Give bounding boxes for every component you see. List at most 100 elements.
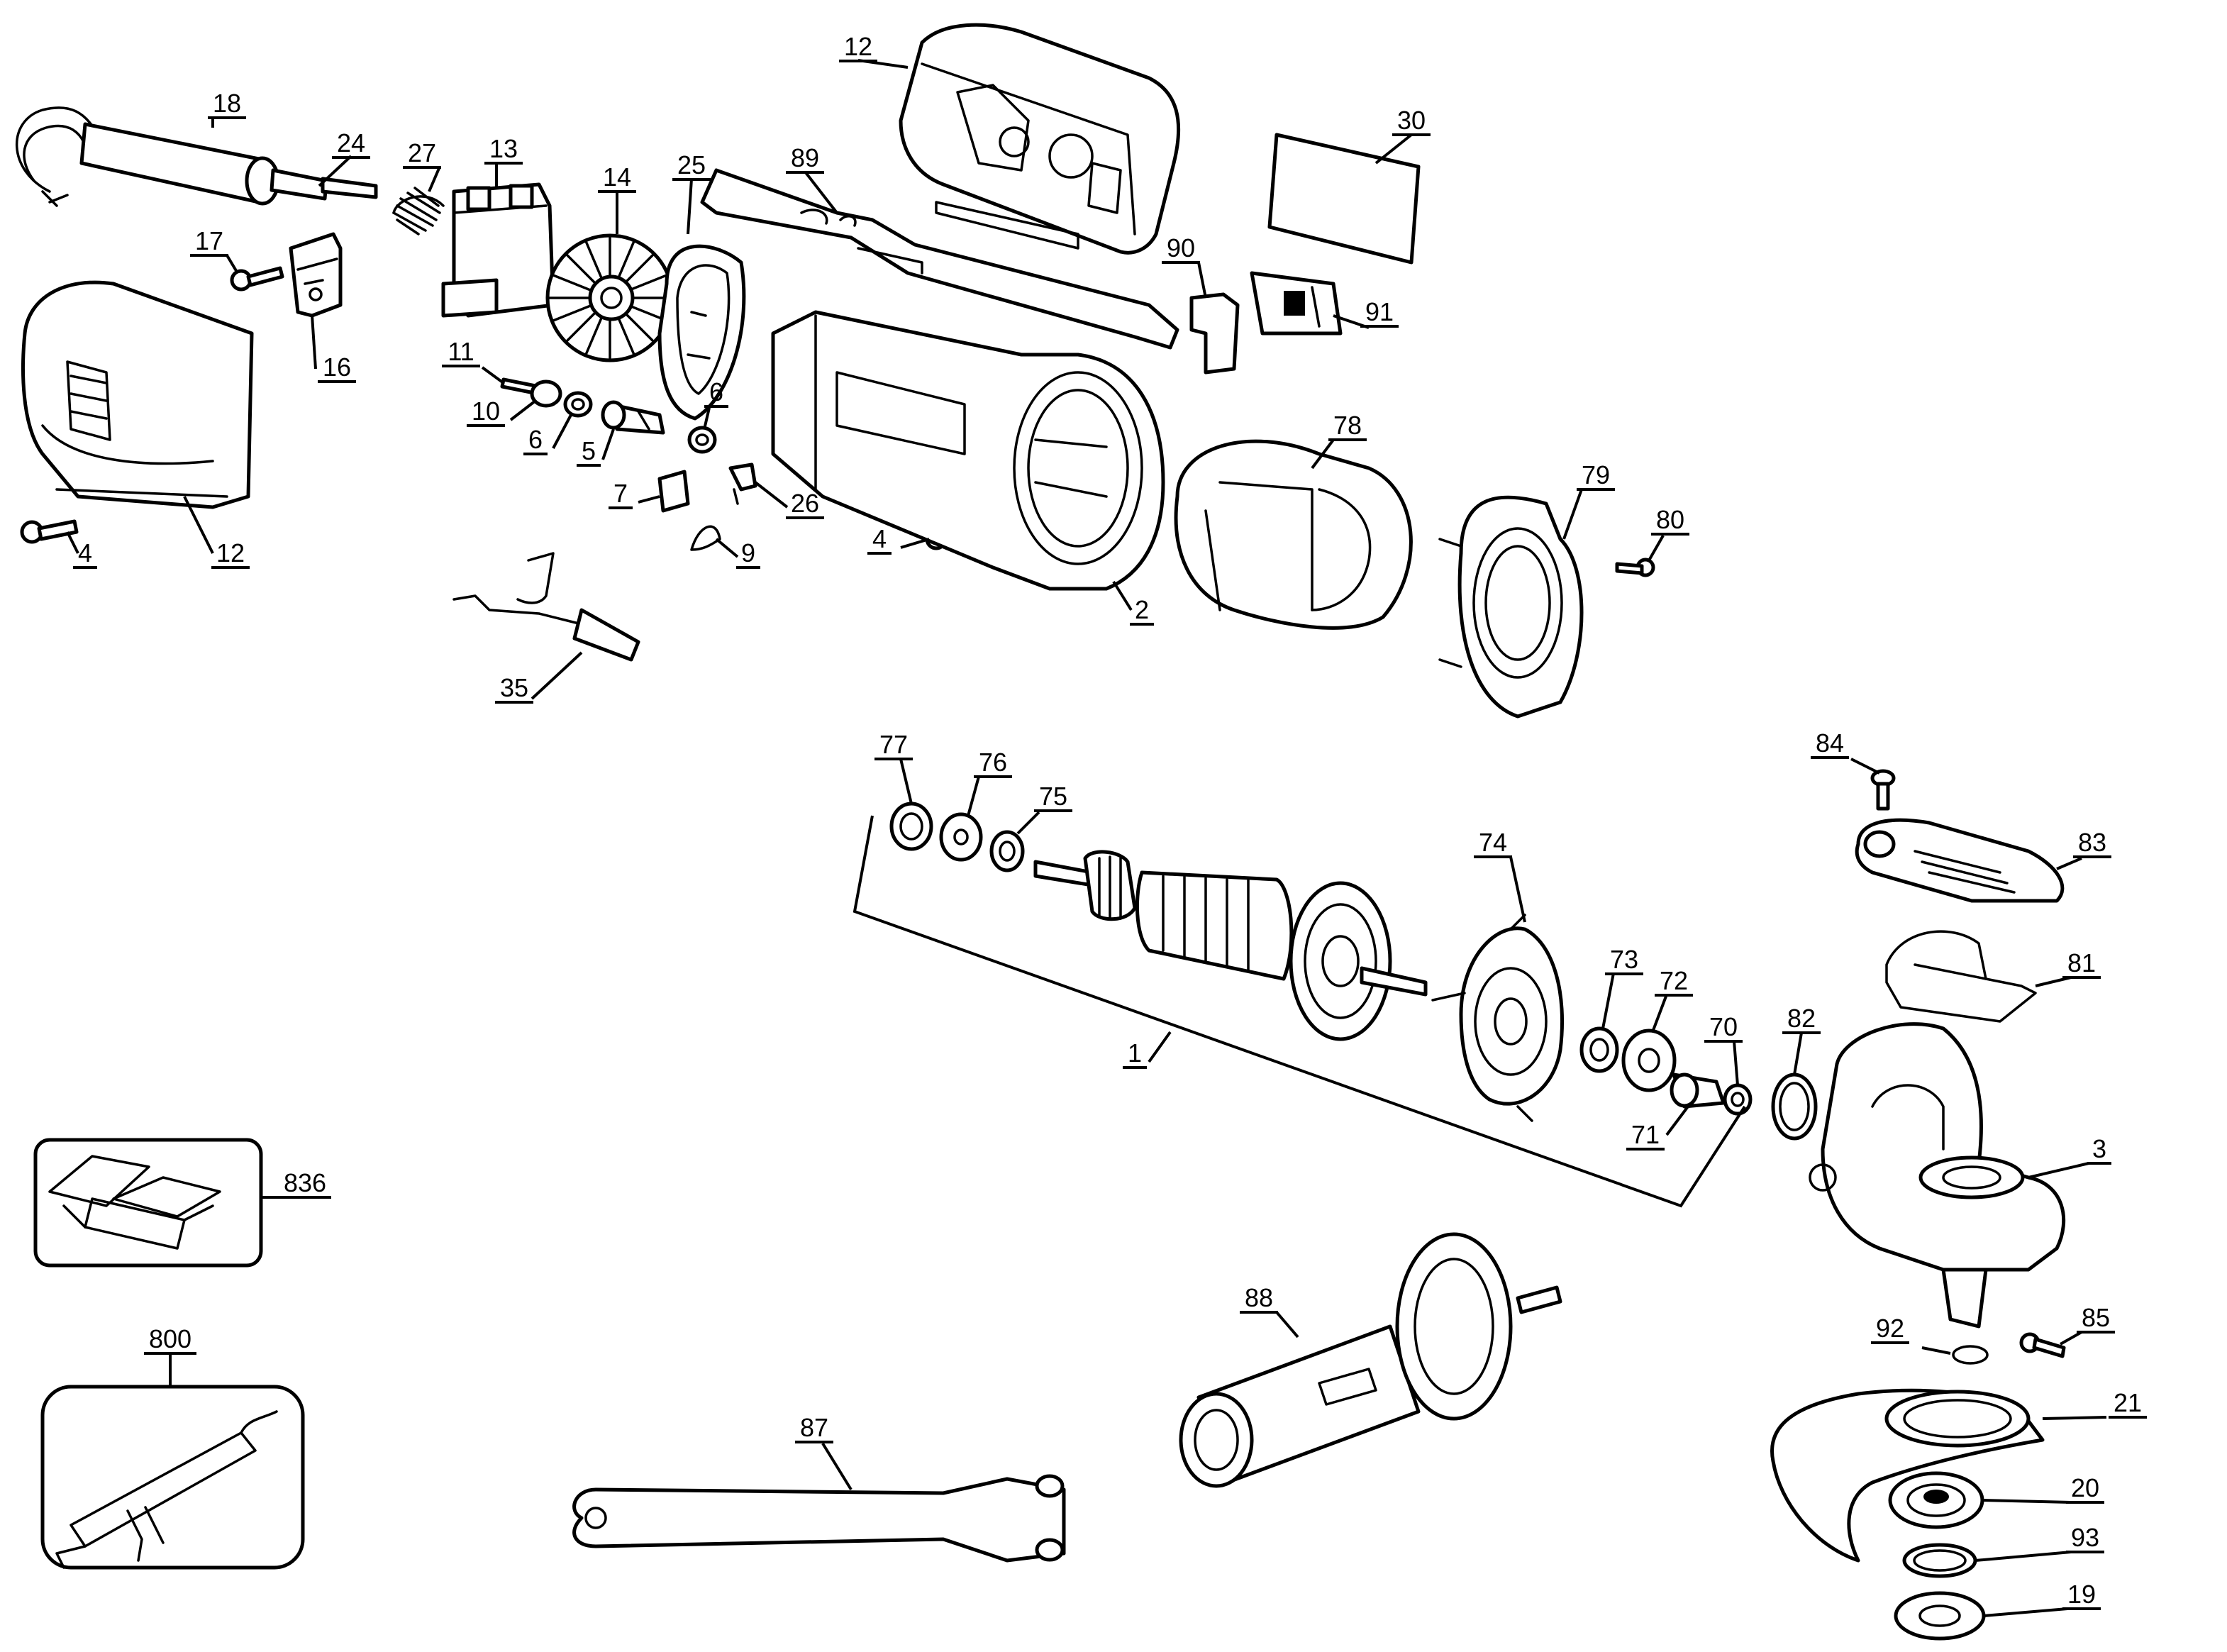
part-spring [392, 187, 445, 235]
callout-leader-line [804, 170, 838, 214]
part-nut-70 [1723, 1083, 1753, 1116]
part-pinion-71 [1670, 1072, 1726, 1109]
part-screw-80 [1615, 558, 1655, 577]
part-screw-85 [2019, 1332, 2066, 1358]
callout-number: 82 [1787, 1004, 1816, 1033]
callout-number: 81 [2067, 948, 2096, 977]
part-switch [441, 182, 555, 318]
callout-number: 800 [149, 1324, 191, 1353]
callout-c93: 93 [1975, 1523, 2104, 1562]
callout-c2: 2 [1112, 580, 1154, 626]
callout-leader-line [1112, 580, 1133, 611]
callout-c75: 75 [1016, 782, 1072, 835]
callout-number: 3 [2092, 1134, 2106, 1163]
callout-c77: 77 [874, 730, 913, 804]
callout-number: 84 [1816, 728, 1844, 758]
callout-c1: 1 [1123, 1031, 1172, 1069]
callout-leader-line [428, 166, 441, 192]
part-wire-lead-35 [452, 552, 640, 662]
callout-c13: 13 [484, 134, 523, 188]
callout-number: 6 [528, 425, 543, 454]
callout-c30: 30 [1374, 106, 1431, 165]
part-screw-4-left [20, 519, 79, 544]
callout-c90: 90 [1162, 233, 1207, 299]
part-motor-housing-2 [771, 310, 1165, 591]
callout-leader-line [703, 407, 711, 430]
part-side-handle-88 [1179, 1232, 1562, 1488]
callout-number: 88 [1245, 1283, 1273, 1312]
part-armature-1 [1033, 850, 1428, 1041]
callout-c12b: 12 [183, 496, 250, 569]
part-9-clip [690, 525, 721, 551]
callout-number: 19 [2067, 1580, 2096, 1609]
callout-c85: 85 [2060, 1303, 2115, 1346]
callout-c836: 836 [262, 1168, 331, 1199]
callout-number: 93 [2071, 1523, 2099, 1552]
callout-leader-line [1601, 972, 1615, 1029]
callout-number: 77 [879, 730, 908, 759]
callout-c92: 92 [1871, 1314, 1951, 1355]
callout-leader-line [552, 414, 572, 449]
callout-leader-line [1665, 1105, 1689, 1136]
callout-c89: 89 [786, 143, 838, 214]
callout-c6a: 6 [523, 414, 572, 455]
callout-number: 90 [1167, 233, 1195, 262]
callout-c84: 84 [1811, 728, 1880, 775]
callout-leader-line [687, 178, 693, 235]
callout-number: 79 [1582, 460, 1610, 489]
callout-leader-line [1275, 1311, 1299, 1338]
callout-leader-line [1148, 1031, 1172, 1063]
callout-number: 83 [2078, 828, 2106, 857]
callout-leader-line [1850, 758, 1880, 775]
callout-c72: 72 [1651, 966, 1693, 1033]
callout-c5: 5 [577, 428, 615, 467]
callout-leader-line [1374, 133, 1413, 165]
callout-c91: 91 [1333, 297, 1399, 329]
callout-c88: 88 [1240, 1283, 1299, 1338]
callout-leader-line [1197, 262, 1207, 299]
part-brush-5 [601, 400, 665, 435]
callout-leader-line [2060, 1331, 2082, 1346]
callout-number: 89 [791, 143, 819, 172]
callout-c70: 70 [1704, 1012, 1743, 1086]
armature-group-bracket [853, 815, 1746, 1208]
part-brush-cap-10 [530, 379, 562, 408]
part-oring-82 [1771, 1072, 1818, 1141]
callout-number: 91 [1365, 297, 1394, 326]
callout-number: 9 [741, 538, 755, 567]
callout-leader-line [183, 496, 214, 554]
callout-c6b: 6 [703, 377, 728, 430]
part-washer-6b [687, 426, 717, 454]
callout-c21: 21 [2042, 1388, 2147, 1420]
callout-number: 17 [195, 226, 223, 255]
callout-c79: 79 [1562, 460, 1615, 540]
callout-leader-line [2042, 1416, 2107, 1420]
callout-c78: 78 [1311, 411, 1367, 470]
callout-c4b: 4 [867, 524, 930, 555]
callout-number: 21 [2114, 1388, 2142, 1417]
part-fan [545, 233, 674, 362]
part-motor-housing-left [21, 280, 254, 509]
callout-leader-line [821, 1442, 853, 1491]
callout-leader-line [1793, 1032, 1803, 1075]
callout-number: 4 [872, 524, 887, 553]
callout-number: 27 [408, 138, 436, 167]
callout-number: 1 [1128, 1038, 1142, 1068]
callout-c81: 81 [2035, 948, 2101, 987]
callout-leader-line [2035, 976, 2072, 987]
part-label [1267, 133, 1421, 265]
callout-c26: 26 [754, 481, 824, 519]
callout-leader-line [1921, 1346, 1951, 1355]
callout-c20: 20 [1982, 1473, 2104, 1504]
callout-number: 87 [800, 1413, 828, 1442]
callout-c71: 71 [1626, 1105, 1689, 1151]
part-gear-case-3 [1809, 1022, 2066, 1329]
callout-number: 73 [1610, 945, 1638, 974]
callout-leader-line [715, 538, 739, 558]
callout-leader-line [1975, 1551, 2072, 1562]
callout-number: 72 [1660, 966, 1688, 995]
callout-leader-line [967, 776, 980, 816]
callout-number: 5 [582, 436, 596, 465]
part-guard-21 [1770, 1388, 2045, 1563]
callout-number: 836 [284, 1168, 326, 1197]
